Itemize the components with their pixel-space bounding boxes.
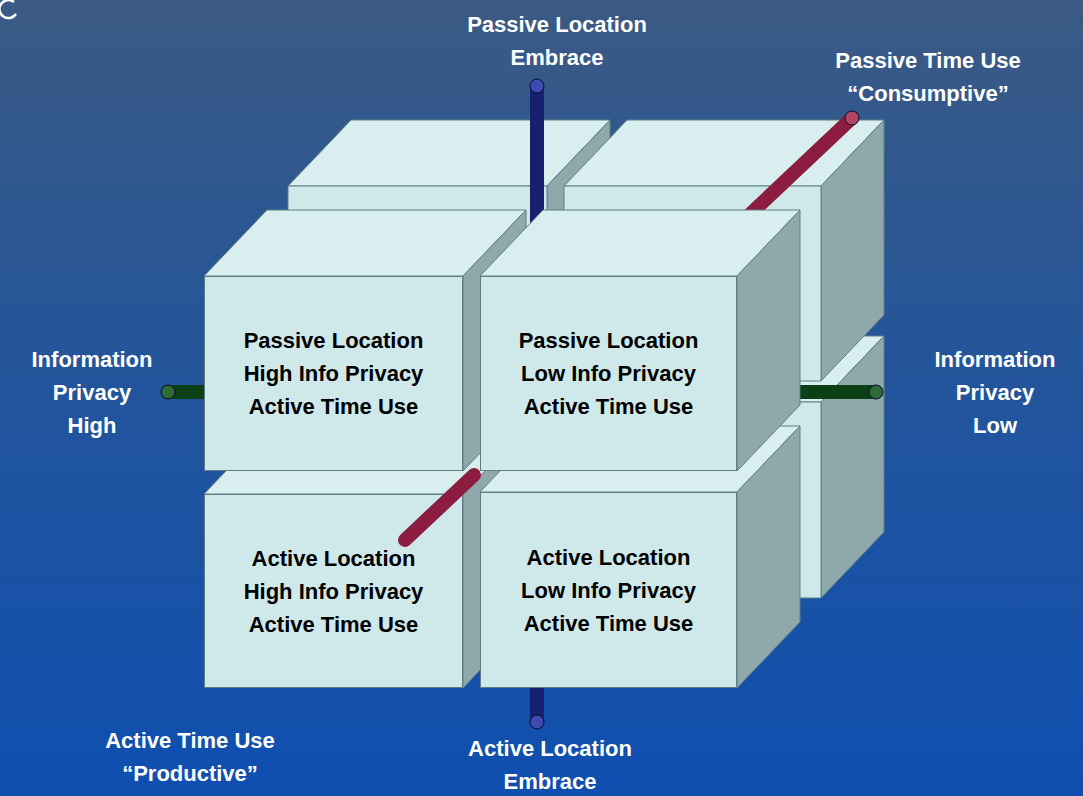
cube-label: Passive Location — [244, 324, 424, 357]
axis-label: Information Privacy High — [32, 343, 153, 442]
cube-face: Active LocationLow Info PrivacyActive Ti… — [480, 492, 737, 688]
axis-label: Information Privacy Low — [935, 343, 1056, 442]
cube-face: Passive LocationHigh Info PrivacyActive … — [204, 276, 463, 471]
axis-end-cap — [161, 385, 175, 399]
cube-label: Low Info Privacy — [521, 357, 696, 390]
cube-label: Active Location — [527, 541, 691, 574]
axis-label: Active Time Use “Productive” — [80, 724, 300, 790]
cube-side — [821, 336, 884, 598]
cube-side — [821, 120, 884, 381]
cube-label: High Info Privacy — [244, 575, 424, 608]
axis-end-cap — [845, 111, 859, 125]
cube-face: Passive LocationLow Info PrivacyActive T… — [480, 276, 737, 471]
axis-end-cap — [530, 79, 544, 93]
axis-end-cap — [869, 385, 883, 399]
axis-label: Passive Location Embrace — [437, 8, 677, 74]
cube-label: Active Time Use — [524, 607, 694, 640]
cube-label: Active Time Use — [249, 390, 419, 423]
cube-face: Active LocationHigh Info PrivacyActive T… — [204, 494, 463, 688]
cube-label: Active Location — [252, 542, 416, 575]
axis-label: Passive Time Use “Consumptive” — [813, 44, 1043, 110]
corner-mark — [0, 0, 16, 18]
time-use-axis — [405, 475, 474, 540]
cube-label: Passive Location — [519, 324, 699, 357]
cube-label: Active Time Use — [524, 390, 694, 423]
axis-end-cap — [530, 715, 544, 729]
cube-label: High Info Privacy — [244, 357, 424, 390]
cube-label: Low Info Privacy — [521, 574, 696, 607]
axis-label: Active Location Embrace — [450, 732, 650, 796]
cube-side — [737, 210, 800, 471]
cube-side — [737, 426, 800, 688]
cube-label: Active Time Use — [249, 608, 419, 641]
